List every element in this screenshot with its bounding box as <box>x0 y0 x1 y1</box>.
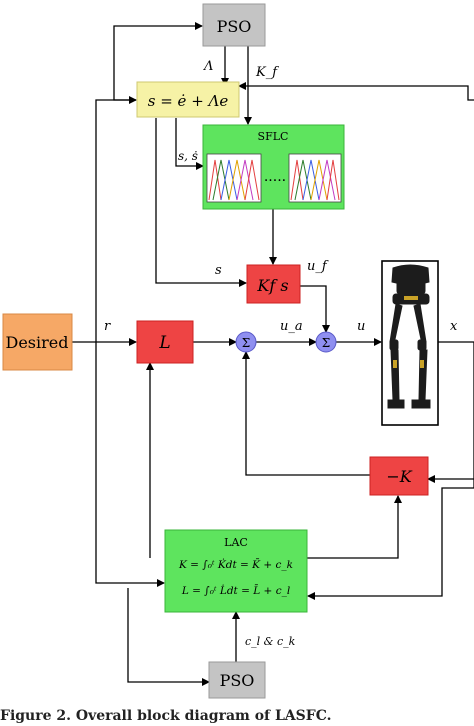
signal-lambda: Λ <box>203 59 213 74</box>
signal-s: s <box>215 263 222 278</box>
exoskeleton-image <box>381 260 439 426</box>
neg-k-label: −K <box>386 467 412 486</box>
signal-cl-ck: c_l & c_k <box>245 635 296 648</box>
desired-label: Desired <box>6 333 69 352</box>
kfs-gain-block: Kf s <box>246 264 301 304</box>
figure-caption: Figure 2. Overall block diagram of LASFC… <box>0 708 332 724</box>
membership-function-plot-2 <box>288 153 342 203</box>
lac-k-equation: K = ∫₀ᵗ K̇dt = K̄ + c_k <box>178 558 293 571</box>
desired-block: Desired <box>2 313 73 371</box>
signal-kf: K_f <box>255 65 279 80</box>
sflc-title: SFLC <box>258 130 289 143</box>
pso-top-block: PSO <box>202 3 266 47</box>
pso-bottom-block: PSO <box>208 661 266 699</box>
sliding-surface-block: s = ė + Λe <box>136 81 240 118</box>
sflc-ellipsis: ..... <box>264 169 286 185</box>
neg-k-gain-block: −K <box>369 456 429 496</box>
signal-r: r <box>104 319 111 334</box>
summing-junction-2: Σ <box>315 331 337 353</box>
sliding-surface-equation: s = ė + Λe <box>148 92 229 110</box>
lac-l-equation: L = ∫₀ᵗ L̇dt = L̄ + c_l <box>181 584 290 597</box>
pso-top-label: PSO <box>217 17 252 36</box>
sum-1-symbol: Σ <box>242 336 250 350</box>
sum-2-symbol: Σ <box>322 336 330 350</box>
kfs-label: Kf s <box>256 276 288 295</box>
lac-block: LAC K = ∫₀ᵗ K̇dt = K̄ + c_k L = ∫₀ᵗ L̇dt… <box>164 529 308 613</box>
l-gain-block: L <box>136 320 194 364</box>
signal-u: u <box>357 319 365 334</box>
l-gain-label: L <box>158 333 170 353</box>
signal-x: x <box>450 319 458 334</box>
pso-bottom-label: PSO <box>220 671 255 690</box>
lac-title: LAC <box>224 536 248 549</box>
signal-uf: u_f <box>307 259 329 274</box>
summing-junction-1: Σ <box>235 331 257 353</box>
signal-ua: u_a <box>280 319 303 334</box>
membership-function-plot-1 <box>206 153 262 203</box>
signal-s-sdot: s, ṡ <box>178 149 198 163</box>
connection-lines <box>72 22 474 686</box>
sflc-block: SFLC ..... <box>202 124 345 210</box>
